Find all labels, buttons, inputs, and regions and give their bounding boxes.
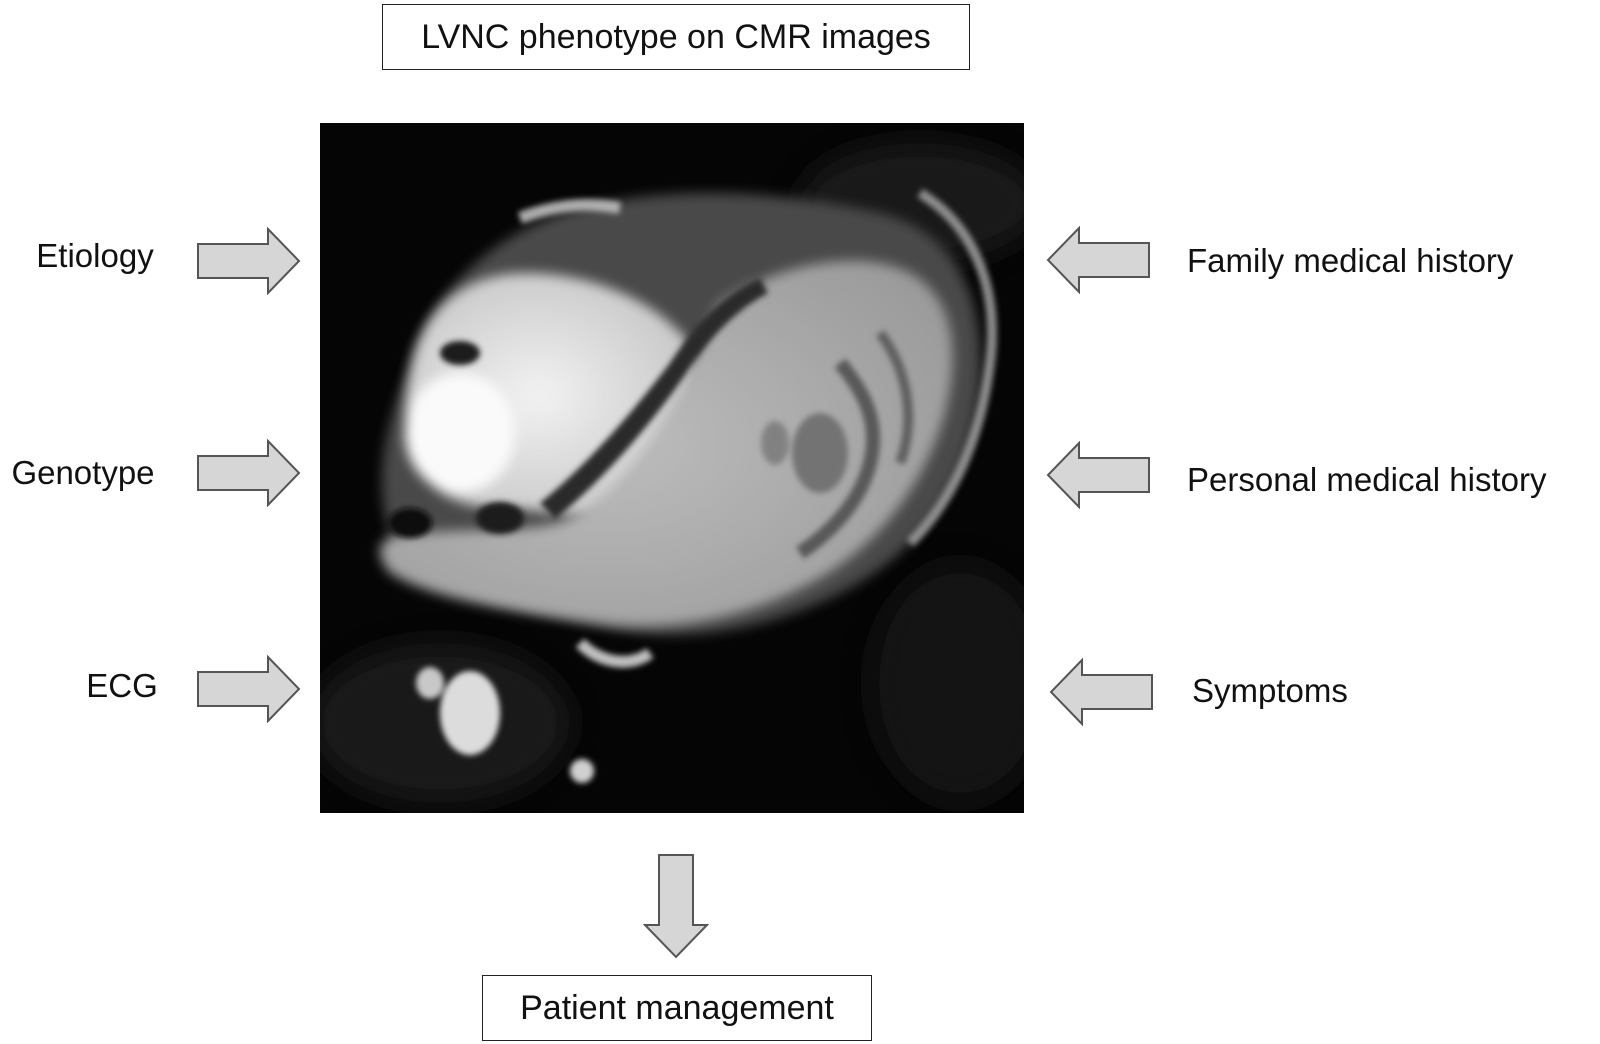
arrow-right-icon	[197, 439, 301, 507]
cmr-image	[320, 123, 1024, 813]
arrow-left-icon	[1046, 226, 1150, 294]
arrow-left-icon	[1046, 441, 1150, 509]
label-genotype: Genotype	[11, 454, 155, 491]
arrow-right-icon	[197, 227, 301, 295]
title-box: LVNC phenotype on CMR images	[382, 4, 970, 70]
label-family-medical-history: Family medical history	[1187, 242, 1514, 279]
outcome-text: Patient management	[520, 988, 834, 1027]
label-ecg: ECG	[86, 667, 158, 704]
label-symptoms: Symptoms	[1192, 672, 1348, 709]
label-etiology: Etiology	[36, 237, 154, 274]
arrow-right-icon	[197, 655, 301, 723]
label-personal-medical-history: Personal medical history	[1187, 461, 1547, 498]
title-text: LVNC phenotype on CMR images	[421, 17, 931, 56]
arrow-down-icon	[643, 854, 709, 959]
outcome-box: Patient management	[482, 975, 872, 1041]
arrow-left-icon	[1049, 658, 1153, 726]
